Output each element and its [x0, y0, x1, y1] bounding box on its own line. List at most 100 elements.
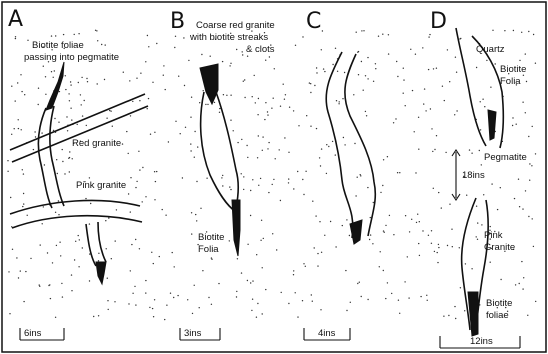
stipple-dot — [320, 165, 321, 166]
stipple-dot — [208, 297, 209, 298]
stipple-dot — [110, 111, 111, 112]
stipple-dot — [89, 280, 90, 281]
stipple-dot — [145, 280, 146, 281]
stipple-dot — [288, 178, 289, 179]
stipple-dot — [448, 315, 449, 316]
stipple-dot — [256, 254, 257, 255]
panel-b-granite-left — [201, 92, 236, 212]
stipple-dot — [426, 295, 427, 296]
stipple-dot — [75, 241, 76, 242]
stipple-dot — [229, 65, 230, 66]
panel-d-granite-label: Granite — [484, 242, 515, 253]
stipple-dot — [51, 71, 52, 72]
stipple-dot — [153, 263, 154, 264]
stipple-dot — [500, 279, 501, 280]
stipple-dot — [39, 286, 40, 287]
stipple-dot — [255, 102, 256, 103]
stipple-dot — [106, 248, 107, 249]
stipple-dot — [422, 47, 423, 48]
stipple-dot — [410, 49, 411, 50]
stipple-dot — [480, 101, 481, 102]
stipple-dot — [521, 32, 522, 33]
stipple-dot — [190, 117, 191, 118]
stipple-dot — [236, 291, 237, 292]
stipple-dot — [236, 296, 237, 297]
stipple-dot — [455, 57, 456, 58]
stipple-dot — [62, 149, 63, 150]
stipple-dot — [346, 310, 347, 311]
stipple-dot — [466, 195, 467, 196]
stipple-dot — [459, 247, 460, 248]
stipple-dot — [107, 300, 108, 301]
stipple-dot — [252, 299, 253, 300]
stipple-dot — [63, 34, 64, 35]
stipple-dot — [252, 280, 253, 281]
stipple-dot — [139, 248, 140, 249]
stipple-dot — [140, 73, 141, 74]
stipple-dot — [349, 235, 350, 236]
stipple-dot — [326, 173, 327, 174]
stipple-dot — [139, 169, 140, 170]
stipple-dot — [355, 195, 356, 196]
stipple-dot — [323, 68, 324, 69]
stipple-dot — [322, 30, 323, 31]
stipple-dot — [66, 116, 67, 117]
stipple-dot — [342, 98, 343, 99]
stipple-dot — [52, 262, 53, 263]
stipple-dot — [136, 78, 137, 79]
stipple-dot — [497, 209, 498, 210]
stipple-dot — [45, 76, 46, 77]
stipple-dot — [82, 115, 83, 116]
stipple-dot — [477, 222, 478, 223]
stipple-dot — [195, 214, 196, 215]
panel-d-letter: D — [430, 9, 447, 34]
stipple-dot — [53, 77, 54, 78]
stipple-dot — [260, 240, 261, 241]
stipple-dot — [82, 247, 83, 248]
stipple-dot — [136, 181, 137, 182]
stipple-dot — [65, 89, 66, 90]
stipple-dot — [14, 128, 15, 129]
stipple-dot — [454, 114, 455, 115]
panel-a-red-granite-label: Red granite — [72, 138, 121, 149]
stipple-dot — [128, 303, 129, 304]
stipple-dot — [254, 75, 255, 76]
stipple-dot — [271, 108, 272, 109]
stipple-dot — [56, 245, 57, 246]
stipple-dot — [321, 252, 322, 253]
stipple-dot — [243, 176, 244, 177]
stipple-dot — [310, 126, 311, 127]
stipple-dot — [194, 157, 195, 158]
stipple-dot — [152, 308, 153, 309]
stipple-dot — [419, 221, 420, 222]
stipple-dot — [130, 211, 131, 212]
stipple-dot — [411, 219, 412, 220]
stipple-dot — [316, 72, 317, 73]
stipple-dot — [72, 158, 73, 159]
stipple-dot — [383, 270, 384, 271]
stipple-dot — [250, 282, 251, 283]
stipple-dot — [188, 60, 189, 61]
stipple-dot — [403, 68, 404, 69]
stipple-dot — [145, 196, 146, 197]
stipple-dot — [114, 301, 115, 302]
stipple-dot — [223, 94, 224, 95]
stipple-dot — [302, 300, 303, 301]
stipple-dot — [229, 186, 230, 187]
stipple-dot — [54, 70, 55, 71]
stipple-dot — [280, 200, 281, 201]
stipple-dot — [104, 79, 105, 80]
stipple-dot — [230, 120, 231, 121]
stipple-dot — [153, 316, 154, 317]
stipple-dot — [154, 132, 155, 133]
stipple-dot — [191, 212, 192, 213]
stipple-dot — [264, 119, 265, 120]
panel-d-folia-label: Folia — [500, 76, 521, 87]
stipple-dot — [393, 122, 394, 123]
stipple-dot — [262, 313, 263, 314]
stipple-dot — [71, 274, 72, 275]
panel-b-note-1: Coarse red granite — [196, 20, 275, 31]
stipple-dot — [519, 60, 520, 61]
stipple-dot — [492, 30, 493, 31]
stipple-dot — [226, 95, 227, 96]
